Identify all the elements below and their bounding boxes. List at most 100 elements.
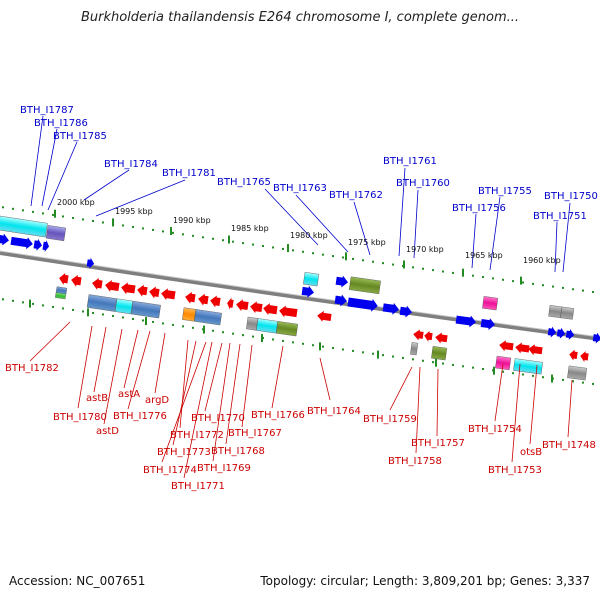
gene-label[interactable]: BTH_I1760 — [396, 178, 450, 189]
scale-dot — [582, 289, 584, 292]
scale-dot — [562, 378, 564, 381]
scale-dot — [112, 314, 114, 317]
scale-dot — [272, 246, 274, 249]
scale-dot — [402, 356, 404, 359]
leader-line — [127, 330, 151, 410]
feature-block — [55, 292, 67, 300]
scale-dot — [372, 260, 374, 263]
leader-line — [471, 213, 477, 269]
scale-dot — [252, 243, 254, 246]
gene-label[interactable]: BTH_I1764 — [307, 406, 361, 417]
scale-label: 1985 kbp — [231, 224, 269, 233]
gene-label[interactable]: BTH_I1770 — [191, 413, 245, 424]
scale-dot — [562, 286, 564, 289]
scale-dot — [332, 255, 334, 258]
gene-label[interactable]: BTH_I1768 — [211, 446, 265, 457]
reverse-gene-arrow — [92, 278, 103, 290]
gene-label[interactable]: BTH_I1771 — [171, 481, 225, 492]
gene-label[interactable]: BTH_I1757 — [411, 438, 465, 449]
gene-label[interactable]: BTH_I1776 — [113, 411, 167, 422]
gene-label[interactable]: BTH_I1763 — [273, 183, 327, 194]
gene-label[interactable]: BTH_I1755 — [478, 186, 532, 197]
scale-dot — [262, 245, 264, 248]
gene-label[interactable]: BTH_I1765 — [217, 177, 271, 188]
gene-label[interactable]: BTH_I1782 — [5, 363, 59, 374]
scale-dot — [282, 339, 284, 342]
gene-label[interactable]: otsB — [520, 447, 542, 458]
forward-gene-arrow — [347, 297, 378, 312]
feature-block — [560, 306, 575, 320]
gene-label[interactable]: BTH_I1772 — [170, 430, 224, 441]
gene-label[interactable]: BTH_I1758 — [388, 456, 442, 467]
scale-dot — [32, 210, 34, 213]
gene-label[interactable]: BTH_I1766 — [251, 410, 305, 421]
gene-label[interactable]: argD — [145, 395, 169, 406]
scale-dot — [532, 282, 534, 285]
leader-line — [154, 332, 166, 394]
leader-line — [204, 342, 223, 412]
gene-label[interactable]: BTH_I1759 — [363, 414, 417, 425]
gene-label[interactable]: BTH_I1767 — [228, 428, 282, 439]
gene-label[interactable]: BTH_I1748 — [542, 440, 596, 451]
scale-dot — [172, 323, 174, 326]
leader-line — [241, 344, 253, 428]
scale-dot — [502, 278, 504, 281]
scale-dot — [302, 250, 304, 253]
gene-label[interactable]: astB — [86, 393, 108, 404]
scale-dot — [482, 276, 484, 279]
gene-label[interactable]: BTH_I1774 — [143, 465, 197, 476]
scale-dot — [282, 247, 284, 250]
scale-dot — [332, 347, 334, 350]
gene-label[interactable]: BTH_I1761 — [383, 156, 437, 167]
feature-block — [182, 307, 197, 322]
gene-label[interactable]: BTH_I1786 — [34, 118, 88, 129]
gene-label[interactable]: BTH_I1785 — [53, 131, 107, 142]
scale-dot — [442, 362, 444, 365]
scale-dot — [222, 239, 224, 242]
reverse-gene-arrow — [263, 303, 278, 316]
leader-line — [47, 141, 78, 211]
scale-dot — [152, 320, 154, 323]
scale-dot — [452, 363, 454, 366]
gene-label[interactable]: BTH_I1773 — [157, 447, 211, 458]
gene-label[interactable]: astA — [118, 389, 140, 400]
scale-dot — [242, 242, 244, 245]
scale-dot — [582, 381, 584, 384]
leader-line — [161, 341, 207, 463]
scale-dot — [92, 219, 94, 222]
leader-line — [562, 202, 571, 273]
scale-dot — [442, 270, 444, 273]
scale-dot — [532, 374, 534, 377]
scale-label: 1990 kbp — [173, 216, 211, 225]
gene-label[interactable]: BTH_I1781 — [162, 168, 216, 179]
gene-label[interactable]: BTH_I1753 — [488, 465, 542, 476]
gene-label[interactable]: BTH_I1769 — [197, 463, 251, 474]
gene-label[interactable]: BTH_I1762 — [329, 190, 383, 201]
scale-dot — [312, 344, 314, 347]
leader-line — [123, 329, 139, 389]
scale-dot — [362, 351, 364, 354]
leader-line — [172, 340, 197, 446]
gene-label[interactable]: BTH_I1780 — [53, 412, 107, 423]
gene-label[interactable]: BTH_I1754 — [468, 424, 522, 435]
reverse-gene-arrow — [161, 288, 176, 301]
scale-dot — [592, 382, 594, 385]
gene-label[interactable]: BTH_I1750 — [544, 191, 598, 202]
scale-dot — [472, 274, 474, 277]
gene-label[interactable]: BTH_I1784 — [104, 159, 158, 170]
leader-line — [413, 189, 419, 259]
feature-block — [45, 225, 67, 242]
scale-dot — [2, 298, 4, 301]
gene-label[interactable]: BTH_I1751 — [533, 211, 587, 222]
gene-label[interactable]: BTH_I1787 — [20, 105, 74, 116]
scale-dot — [362, 259, 364, 262]
scale-dot — [292, 341, 294, 344]
scale-dot — [122, 224, 124, 227]
leader-line — [389, 366, 413, 411]
scale-dot — [32, 302, 34, 305]
scale-dot — [192, 326, 194, 329]
gene-label[interactable]: astD — [96, 426, 119, 437]
leader-line — [415, 366, 421, 454]
reverse-gene-arrow — [71, 274, 82, 287]
gene-label[interactable]: BTH_I1756 — [452, 203, 506, 214]
